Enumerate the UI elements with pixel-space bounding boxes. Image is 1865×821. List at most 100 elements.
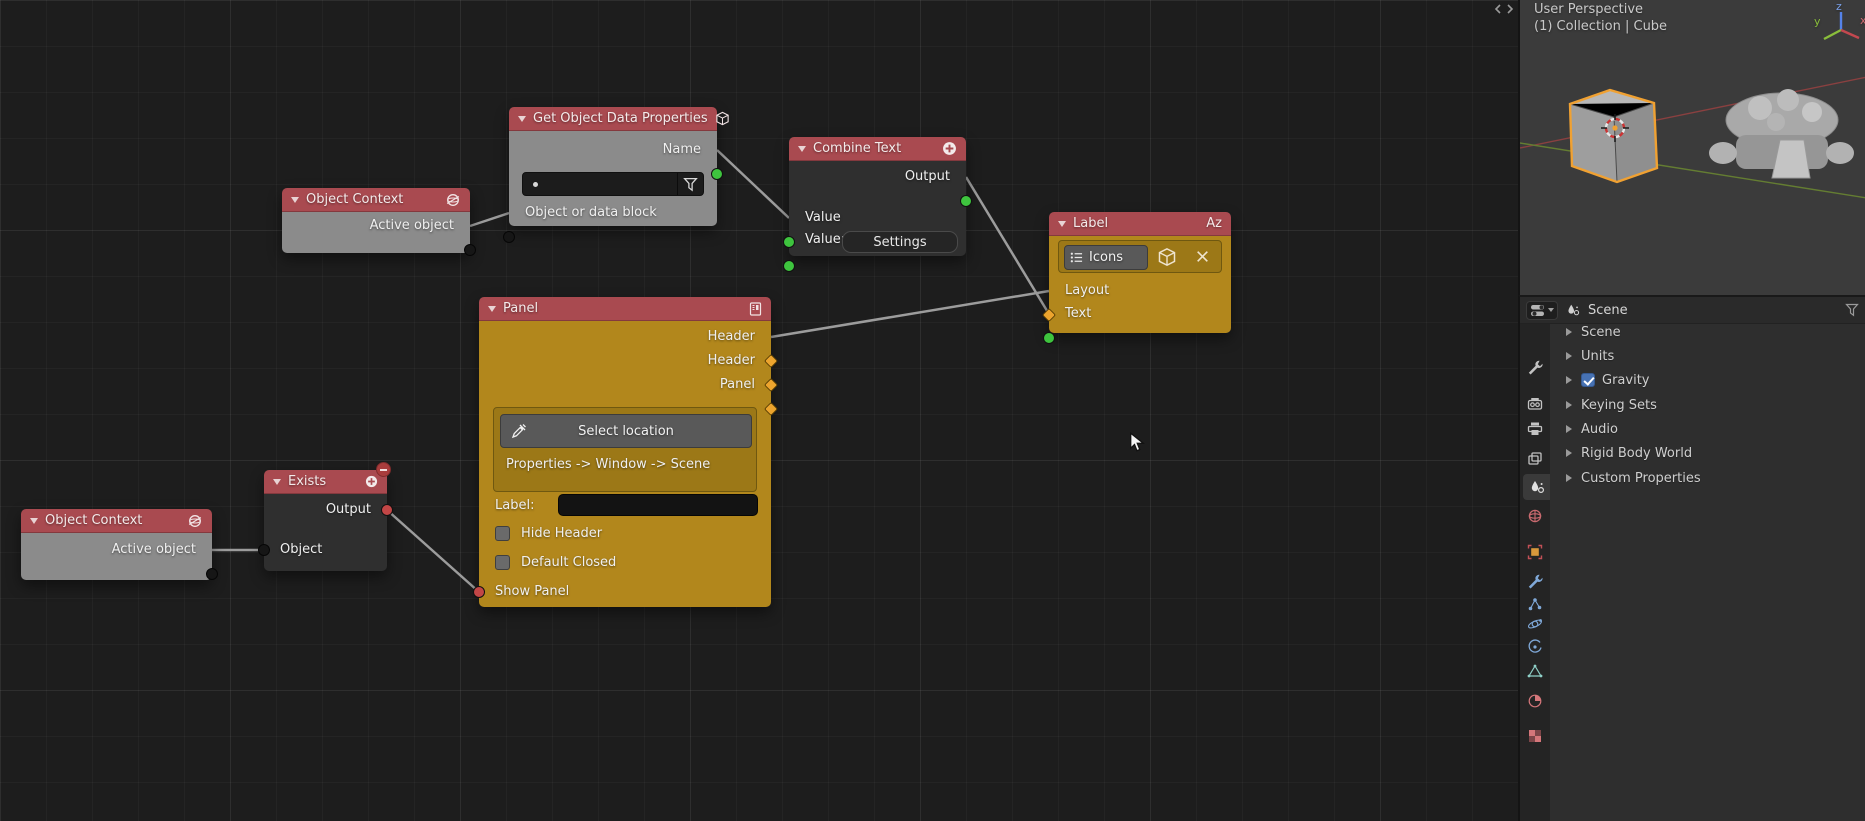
panel-row-rigid-body-world[interactable]: Rigid Body World <box>1550 444 1865 462</box>
collapse-triangle-icon[interactable] <box>488 305 496 312</box>
node-combine-text[interactable]: Combine Text Output Value Value: Setting… <box>783 137 972 272</box>
gravity-checkbox[interactable] <box>1581 373 1595 387</box>
node-object-context-top[interactable]: Object Context Active object <box>282 188 476 256</box>
expand-arrow-icon[interactable] <box>1566 474 1572 482</box>
hide-header-label: Hide Header <box>521 526 603 541</box>
tab-scene[interactable] <box>1523 474 1550 500</box>
input-socket-layout[interactable] <box>1041 307 1057 323</box>
tab-particles[interactable] <box>1520 591 1550 617</box>
node-header[interactable]: Combine Text <box>789 137 966 161</box>
plus-circle-icon[interactable] <box>365 475 378 488</box>
output-socket-output[interactable] <box>381 504 393 516</box>
node-header[interactable]: Object Context <box>21 509 212 533</box>
socket-label: Show Panel <box>495 584 570 599</box>
value-text-field[interactable]: Settings <box>842 231 958 253</box>
output-socket-output[interactable] <box>960 195 972 207</box>
expand-arrow-icon[interactable] <box>1566 376 1572 384</box>
region-toggle-chevrons-icon[interactable] <box>1492 3 1516 19</box>
input-socket-object[interactable] <box>258 544 270 556</box>
node-header[interactable]: Exists <box>264 470 387 494</box>
collapse-triangle-icon[interactable] <box>273 478 281 485</box>
label-text-field[interactable] <box>558 494 758 516</box>
socket-label: Output <box>325 502 371 517</box>
name-search-field[interactable] <box>522 172 704 196</box>
output-socket-active-object[interactable] <box>206 568 218 580</box>
collapse-triangle-icon[interactable] <box>291 196 299 203</box>
panel-row-gravity[interactable]: Gravity <box>1550 371 1865 389</box>
input-socket-object-or-datablock[interactable] <box>503 231 515 243</box>
tab-material[interactable] <box>1520 688 1550 714</box>
plus-circle-icon[interactable] <box>942 141 957 156</box>
tab-tool[interactable] <box>1520 354 1550 380</box>
socket-label: Value <box>805 210 841 225</box>
input-socket-value-2[interactable] <box>783 260 795 272</box>
filter-funnel-button[interactable] <box>677 173 703 195</box>
collapse-triangle-icon[interactable] <box>798 145 806 152</box>
input-socket-text[interactable] <box>1043 332 1055 344</box>
default-closed-checkbox[interactable] <box>495 555 510 570</box>
input-socket-value-1[interactable] <box>783 236 795 248</box>
collapse-triangle-icon[interactable] <box>1058 220 1066 227</box>
editor-type-selector[interactable] <box>1526 300 1558 320</box>
expand-arrow-icon[interactable] <box>1566 425 1572 433</box>
input-socket-show-panel[interactable] <box>473 586 485 598</box>
close-icon-button[interactable] <box>1195 249 1210 268</box>
socket-label: Output <box>904 169 950 184</box>
minus-badge-icon[interactable] <box>376 462 391 477</box>
tab-view-layer[interactable] <box>1520 446 1550 472</box>
node-label[interactable]: Label Az Icons Layout <box>1041 212 1231 344</box>
output-socket-header-1[interactable] <box>763 353 779 369</box>
node-body: Icons Layout Text <box>1041 236 1231 344</box>
node-panel[interactable]: Panel Header Header Panel Select locatio… <box>473 297 779 607</box>
selected-cube-object[interactable] <box>1568 88 1659 184</box>
tab-modifiers[interactable] <box>1520 568 1550 594</box>
node-header[interactable]: Object Context <box>282 188 470 212</box>
output-socket-active-object[interactable] <box>464 244 476 256</box>
tab-render[interactable] <box>1520 391 1550 417</box>
cube-icon <box>715 111 730 126</box>
icons-dropdown-button[interactable]: Icons <box>1064 245 1148 270</box>
node-exists[interactable]: Exists Output Object <box>258 462 393 571</box>
socket-label: Active object <box>111 542 196 557</box>
output-socket-name[interactable] <box>711 168 723 180</box>
tab-object[interactable] <box>1520 539 1550 565</box>
hide-header-checkbox[interactable] <box>495 526 510 541</box>
tab-output[interactable] <box>1520 416 1550 442</box>
expand-arrow-icon[interactable] <box>1566 401 1572 409</box>
cube-icon-button[interactable] <box>1157 247 1177 271</box>
wire-activeobject-to-datablock <box>469 211 510 228</box>
output-socket-header-2[interactable] <box>763 377 779 393</box>
tab-constraints[interactable] <box>1520 634 1550 660</box>
socket-label: Active object <box>369 218 454 233</box>
tab-world[interactable] <box>1520 503 1550 529</box>
node-get-object-data-properties[interactable]: Get Object Data Properties Name Object o… <box>503 107 729 243</box>
panel-row-audio[interactable]: Audio <box>1550 420 1865 438</box>
socket-label: Layout <box>1065 283 1110 298</box>
mesh-object[interactable] <box>1709 89 1854 179</box>
viewport-3d[interactable]: User Perspective (1) Collection | Cube z… <box>1518 0 1865 295</box>
tab-physics[interactable] <box>1520 611 1550 637</box>
panel-row-custom-properties[interactable]: Custom Properties <box>1550 469 1865 487</box>
node-editor-canvas[interactable]: Object Context Active object Get Object … <box>0 0 1518 821</box>
axis-y-label: y <box>1814 15 1821 28</box>
collapse-triangle-icon[interactable] <box>518 115 526 122</box>
expand-arrow-icon[interactable] <box>1566 449 1572 457</box>
output-socket-panel[interactable] <box>763 401 779 417</box>
filter-funnel-icon[interactable] <box>1845 303 1859 317</box>
panel-row-scene[interactable]: Scene <box>1550 323 1865 341</box>
tab-object-data[interactable] <box>1520 658 1550 684</box>
node-header[interactable]: Get Object Data Properties <box>509 107 729 131</box>
tab-texture[interactable] <box>1520 723 1550 749</box>
select-location-button[interactable]: Select location <box>500 414 752 448</box>
expand-arrow-icon[interactable] <box>1566 328 1572 336</box>
panel-icon <box>749 301 762 316</box>
panel-row-units[interactable]: Units <box>1550 347 1865 365</box>
node-title: Object Context <box>306 192 404 207</box>
node-header[interactable]: Label Az <box>1049 212 1231 236</box>
node-header[interactable]: Panel <box>479 297 771 321</box>
panel-row-keying-sets[interactable]: Keying Sets <box>1550 396 1865 414</box>
node-object-context-bottom[interactable]: Object Context Active object <box>21 509 218 580</box>
collapse-triangle-icon[interactable] <box>30 517 38 524</box>
expand-arrow-icon[interactable] <box>1566 352 1572 360</box>
axis-gizmo[interactable] <box>1823 12 1860 41</box>
